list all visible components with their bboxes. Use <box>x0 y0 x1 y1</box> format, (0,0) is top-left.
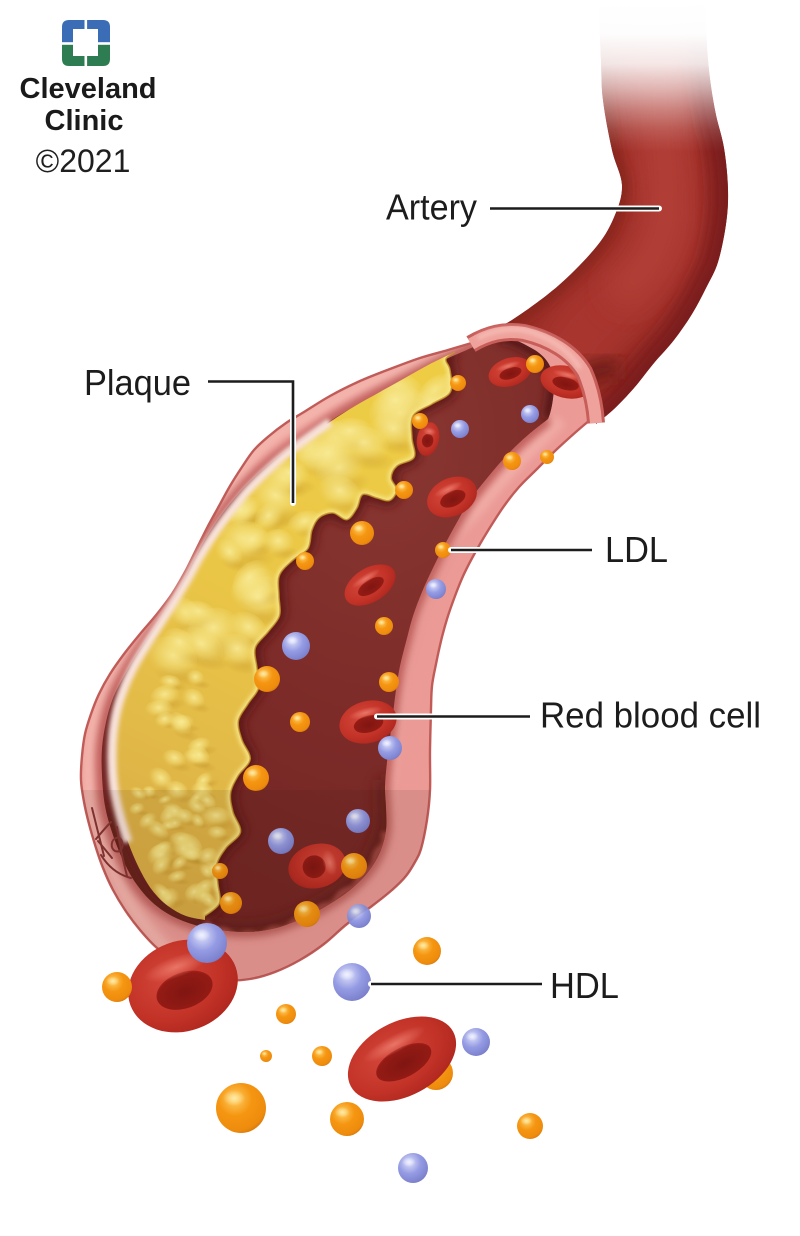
svg-text:HDL: HDL <box>550 965 619 1006</box>
svg-text:Artery: Artery <box>386 186 477 227</box>
svg-text:Cleveland: Cleveland <box>20 73 157 105</box>
svg-text:©2021: ©2021 <box>36 143 131 179</box>
svg-text:Clinic: Clinic <box>45 105 124 137</box>
svg-text:LDL: LDL <box>605 529 668 570</box>
svg-text:Red blood cell: Red blood cell <box>540 695 761 736</box>
svg-text:Plaque: Plaque <box>84 362 191 403</box>
